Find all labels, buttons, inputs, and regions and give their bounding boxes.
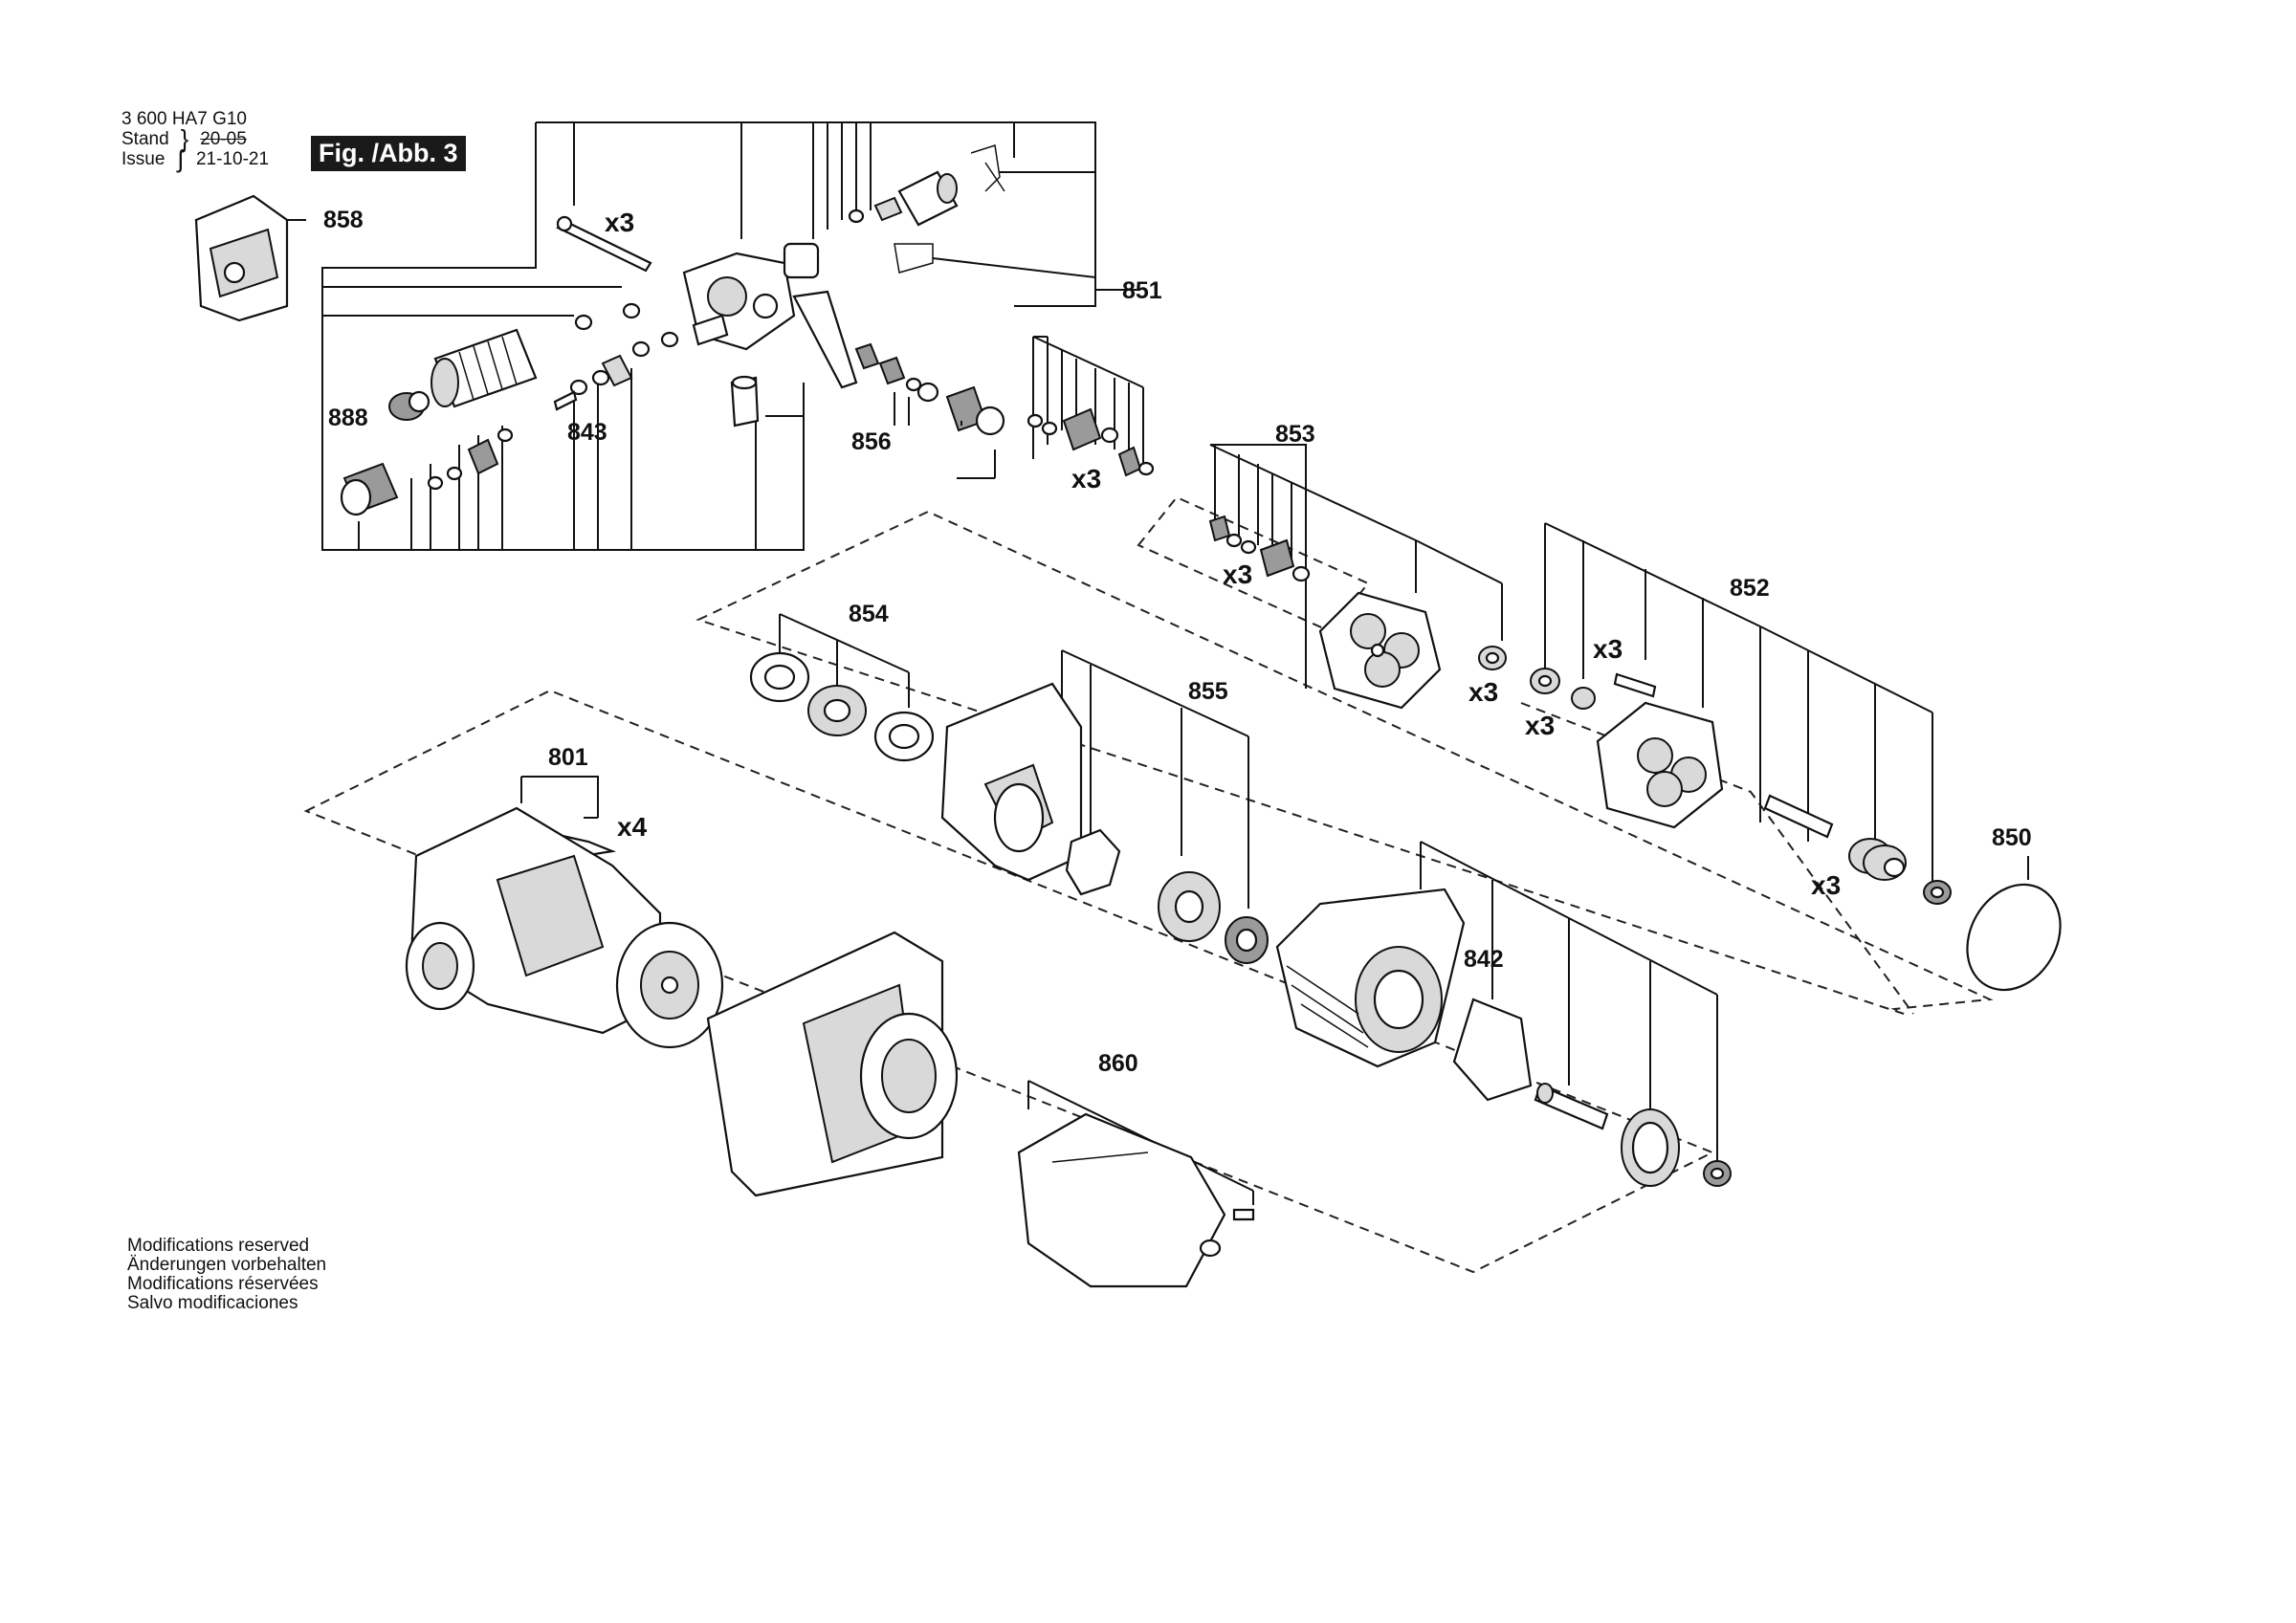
part-860-bracket-housing: [706, 931, 959, 1197]
callout-853: 853: [1275, 421, 1315, 448]
footer-line-es: Salvo modificaciones: [127, 1293, 298, 1313]
group-boundary-853: [1137, 495, 1370, 633]
callout-888: 888: [328, 405, 368, 431]
part-858-handle-clip: [194, 194, 306, 322]
part-cap-small: [730, 375, 760, 428]
group-boundary-852: [1520, 702, 1914, 1015]
bracket-801: [520, 776, 599, 819]
part-number: 3 600 HA7 G10: [121, 109, 247, 129]
bracket-853: [1032, 336, 1503, 689]
callout-855: 855: [1188, 678, 1228, 705]
footer-line-en: Modifications reserved: [127, 1236, 310, 1256]
group-boundary-855: [695, 510, 1994, 1015]
part-850-oring: [1966, 856, 2062, 992]
part-wire-clip-upper: [894, 144, 1005, 274]
part-pump-head: [1318, 591, 1507, 710]
callout-860: 860: [1098, 1050, 1138, 1077]
footer-line-fr: Modifications réservées: [127, 1274, 319, 1294]
part-842-housing: [1275, 888, 1533, 1102]
part-842-shaft-gear: [1534, 1083, 1732, 1187]
issue-value: 21-10-21: [195, 149, 270, 169]
callout-850: 850: [1992, 824, 2032, 851]
part-triangle-clip: [792, 290, 858, 389]
bracket-842: [1420, 841, 1718, 1162]
footer-line-de: Änderungen vorbehalten: [127, 1255, 327, 1275]
part-small-seals: [427, 302, 729, 491]
callout-842: 842: [1464, 946, 1504, 973]
part-801-motor: [405, 806, 724, 1049]
part-valve-stem-right: [848, 170, 959, 227]
qty-pin: x3: [605, 208, 634, 237]
qty-853a: x3: [1071, 464, 1101, 493]
qty-853c: x3: [1468, 677, 1498, 707]
qty-852a: x3: [1593, 634, 1623, 664]
callout-852: 852: [1730, 575, 1770, 602]
group-boundary-801: [303, 689, 1715, 1274]
stand-value: 20-05: [200, 129, 247, 149]
figure-badge: Fig. /Abb. 3: [311, 136, 466, 171]
part-853-seals: [1027, 407, 1311, 582]
callout-856: 856: [851, 428, 892, 455]
issue-label: Issue: [121, 149, 166, 169]
part-motor-cylinder: [430, 328, 538, 408]
callout-801: 801: [548, 744, 588, 771]
callout-858: 858: [323, 207, 364, 233]
part-855-shroud: [940, 682, 1083, 882]
bracket-852: [1544, 522, 1933, 885]
bracket-851: [321, 121, 1138, 551]
callout-854: 854: [849, 601, 889, 627]
document-header: 3 600 HA7 G10 Stand } 20-05 Issue ʃ 21-1…: [121, 109, 270, 173]
part-pin-x3: [556, 215, 652, 273]
stand-label: Stand: [121, 129, 169, 149]
part-852-assembly: [1530, 668, 1952, 905]
part-888-nozzle: [388, 390, 430, 421]
part-hose-connector: [340, 462, 399, 516]
callout-843: 843: [567, 419, 607, 446]
part-860-cover: [1017, 1112, 1255, 1288]
qty-853b: x3: [1223, 559, 1252, 589]
qty-852b: x3: [1525, 711, 1555, 740]
part-855-rotor: [1065, 828, 1269, 964]
qty-852c: x3: [1811, 870, 1841, 900]
callout-851: 851: [1122, 277, 1162, 304]
footer-notes: Modifications reserved Änderungen vorbeh…: [127, 1237, 326, 1313]
part-854-washers: [749, 651, 935, 762]
qty-801: x4: [617, 812, 648, 842]
part-856-valve: [854, 342, 1005, 436]
